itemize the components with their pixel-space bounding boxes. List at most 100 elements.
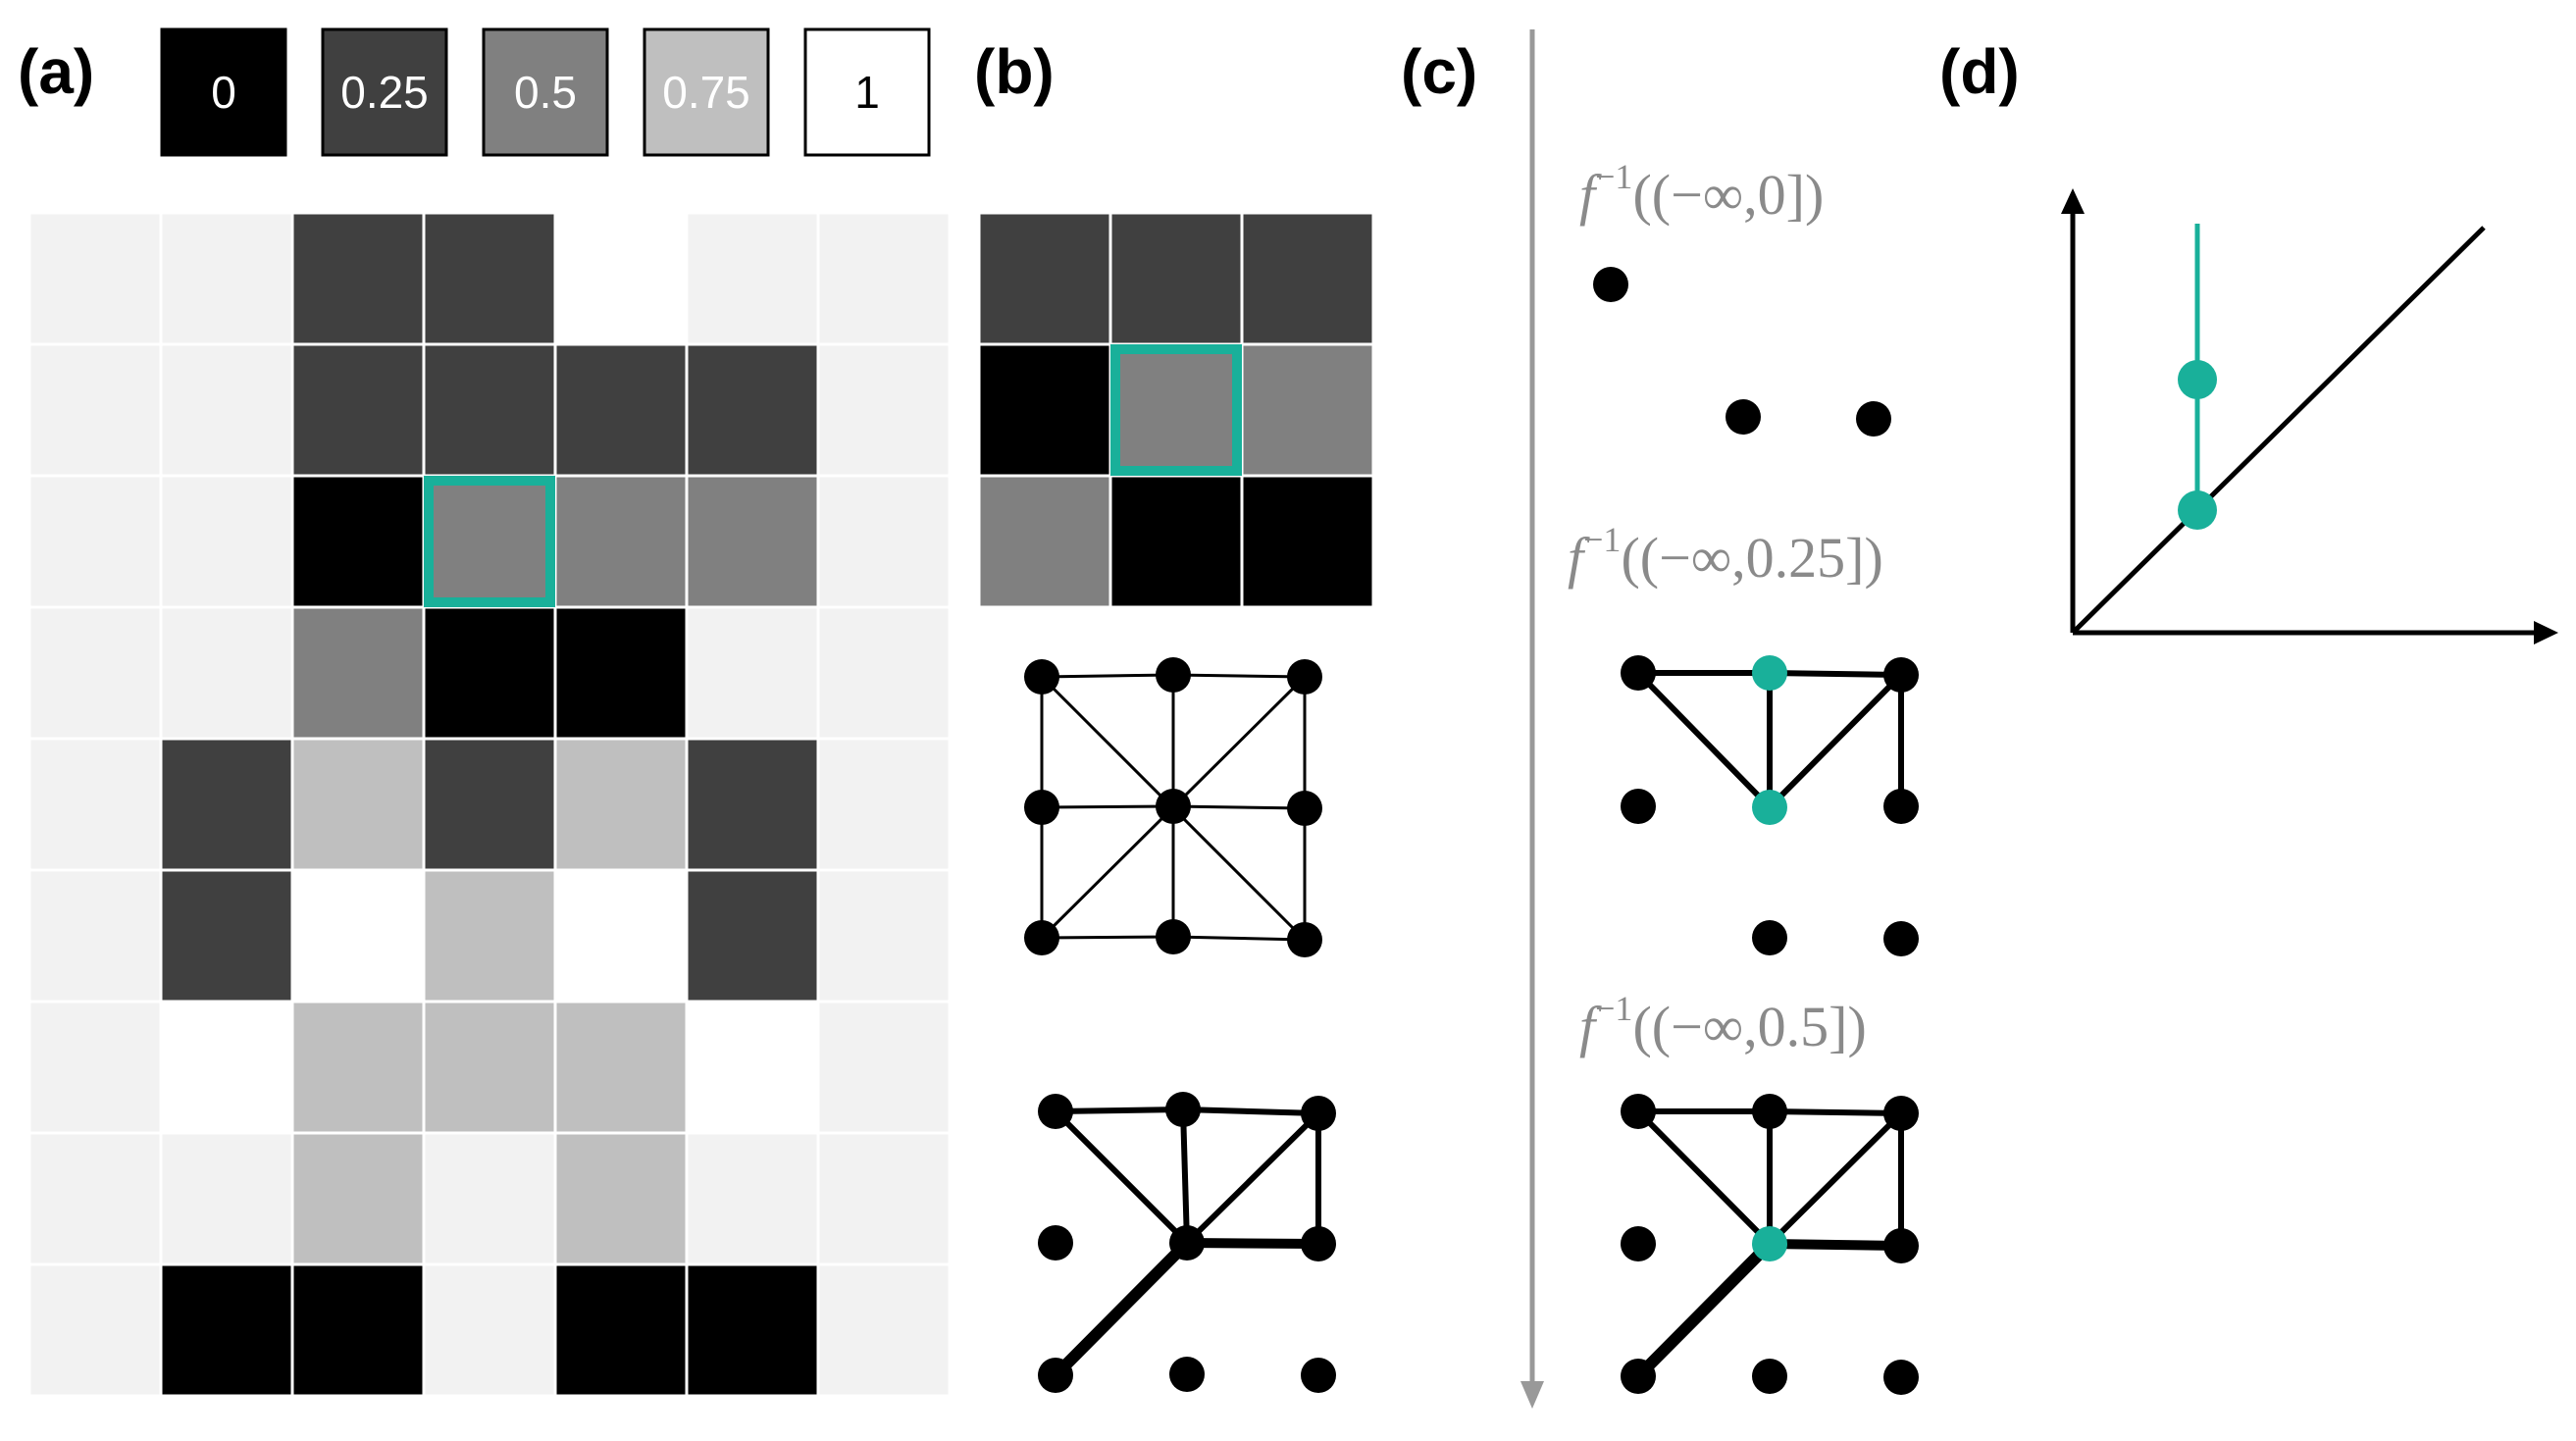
panel-label-b: (b) xyxy=(974,36,1055,107)
graph-node xyxy=(1621,789,1656,824)
grid-pixel xyxy=(422,1262,557,1398)
graph-edge xyxy=(1767,672,1904,810)
grid-pixel xyxy=(685,1000,820,1135)
weighted-graph-nodes xyxy=(1038,1092,1336,1393)
highlighted-node xyxy=(1752,1226,1787,1261)
graph-node xyxy=(1024,920,1059,955)
graph-node xyxy=(1883,657,1919,693)
graph-edge xyxy=(1184,1110,1321,1246)
grid-pixel xyxy=(553,342,689,478)
graph-edge xyxy=(1172,935,1306,942)
legend-label: 0.5 xyxy=(514,67,577,118)
graph-node xyxy=(1752,920,1787,955)
graph-edge xyxy=(1041,673,1174,679)
grid-pixel xyxy=(159,211,294,346)
grid-pixel xyxy=(422,474,557,609)
grid-pixel xyxy=(816,605,952,741)
grid-pixel xyxy=(816,868,952,1004)
grid-pixel xyxy=(553,1000,689,1135)
graph-edge xyxy=(1765,1239,1906,1251)
highlighted-center-pixel xyxy=(1110,344,1242,476)
graph-edge xyxy=(1180,1106,1321,1116)
grid-pixel xyxy=(553,1131,689,1266)
grid-pixel xyxy=(685,1262,820,1398)
grid-pixel xyxy=(159,1262,294,1398)
graph-node xyxy=(1165,1092,1201,1127)
pixel-neighborhood-patch xyxy=(977,211,1375,609)
persistence-point xyxy=(2178,360,2217,399)
filtration-label-05: f−1((−∞,0.5]) xyxy=(1579,989,1867,1058)
graph-node xyxy=(1301,1096,1336,1131)
graph-node xyxy=(1038,1094,1073,1129)
legend-label: 0.75 xyxy=(662,67,750,118)
grid-pixel xyxy=(422,1000,557,1135)
grid-pixel xyxy=(816,1000,952,1135)
grid-pixel xyxy=(290,1000,426,1135)
grid-pixel xyxy=(685,342,820,478)
patch-pixel xyxy=(977,211,1112,346)
diagonal-line xyxy=(2071,226,2486,635)
patch-pixel xyxy=(1240,211,1375,346)
grid-pixel xyxy=(685,868,820,1004)
grid-pixel xyxy=(685,211,820,346)
graph-node xyxy=(1301,1358,1336,1393)
grid-pixel xyxy=(290,605,426,741)
graph-edge xyxy=(1182,1238,1323,1249)
graph-node xyxy=(1169,1357,1205,1392)
filtration-step-0 xyxy=(1593,267,1891,437)
legend-swatch xyxy=(803,27,931,157)
grid-pixel xyxy=(290,474,426,609)
graph-node xyxy=(1156,657,1191,693)
grid-pixel xyxy=(27,1131,163,1266)
grid-pixel xyxy=(290,868,426,1004)
x-axis-arrow-icon xyxy=(2534,621,2558,644)
legend-swatch xyxy=(643,27,770,157)
grid-pixel xyxy=(422,342,557,478)
grid-pixel xyxy=(27,342,163,478)
grid-pixel xyxy=(553,605,689,741)
grid-pixel xyxy=(685,474,820,609)
patch-pixel xyxy=(977,342,1112,478)
grid-pixel xyxy=(159,1000,294,1135)
grid-pixel xyxy=(290,211,426,346)
grid-pixel xyxy=(27,1000,163,1135)
graph-node xyxy=(1287,791,1322,826)
grid-pixel xyxy=(685,605,820,741)
graph-node xyxy=(1287,659,1322,695)
legend-swatch xyxy=(321,27,448,157)
grid-pixel xyxy=(159,605,294,741)
highlighted-pixel xyxy=(424,476,555,607)
graph-edge xyxy=(1053,1108,1190,1246)
legend-label: 0.25 xyxy=(340,67,429,118)
graph-edge xyxy=(1632,1238,1776,1382)
grid-pixel xyxy=(27,605,163,741)
graph-edge xyxy=(1767,670,1904,678)
grid-pixel xyxy=(816,342,952,478)
grid-pixel xyxy=(159,737,294,872)
panel-label-c: (c) xyxy=(1401,36,1477,107)
graph-node xyxy=(1169,1225,1205,1261)
persistence-diagram xyxy=(2061,188,2558,644)
panel-label-d: (d) xyxy=(1939,36,2020,107)
grid-pixel xyxy=(422,868,557,1004)
graph-node xyxy=(1038,1358,1073,1393)
panel-label-a: (a) xyxy=(18,36,94,107)
grid-pixel xyxy=(27,1262,163,1398)
image-pixel-grid xyxy=(27,211,952,1398)
filtration-arrow xyxy=(1520,29,1544,1409)
graph-edge xyxy=(1767,1108,1904,1116)
grid-pixel xyxy=(422,1131,557,1266)
graph-node xyxy=(1883,1096,1919,1131)
legend-label: 1 xyxy=(854,67,880,118)
grid-pixel xyxy=(816,1262,952,1398)
filtration-label-025: f−1((−∞,0.25]) xyxy=(1568,520,1883,590)
graph-node xyxy=(1621,655,1656,691)
grid-pixel xyxy=(159,1131,294,1266)
graph-node xyxy=(1856,401,1891,437)
grid-pixel xyxy=(422,737,557,872)
graph-edge xyxy=(1172,673,1306,679)
persistence-point xyxy=(2178,490,2217,530)
grid-pixel xyxy=(685,737,820,872)
highlighted-node xyxy=(1752,655,1787,691)
grid-pixel xyxy=(290,1262,426,1398)
